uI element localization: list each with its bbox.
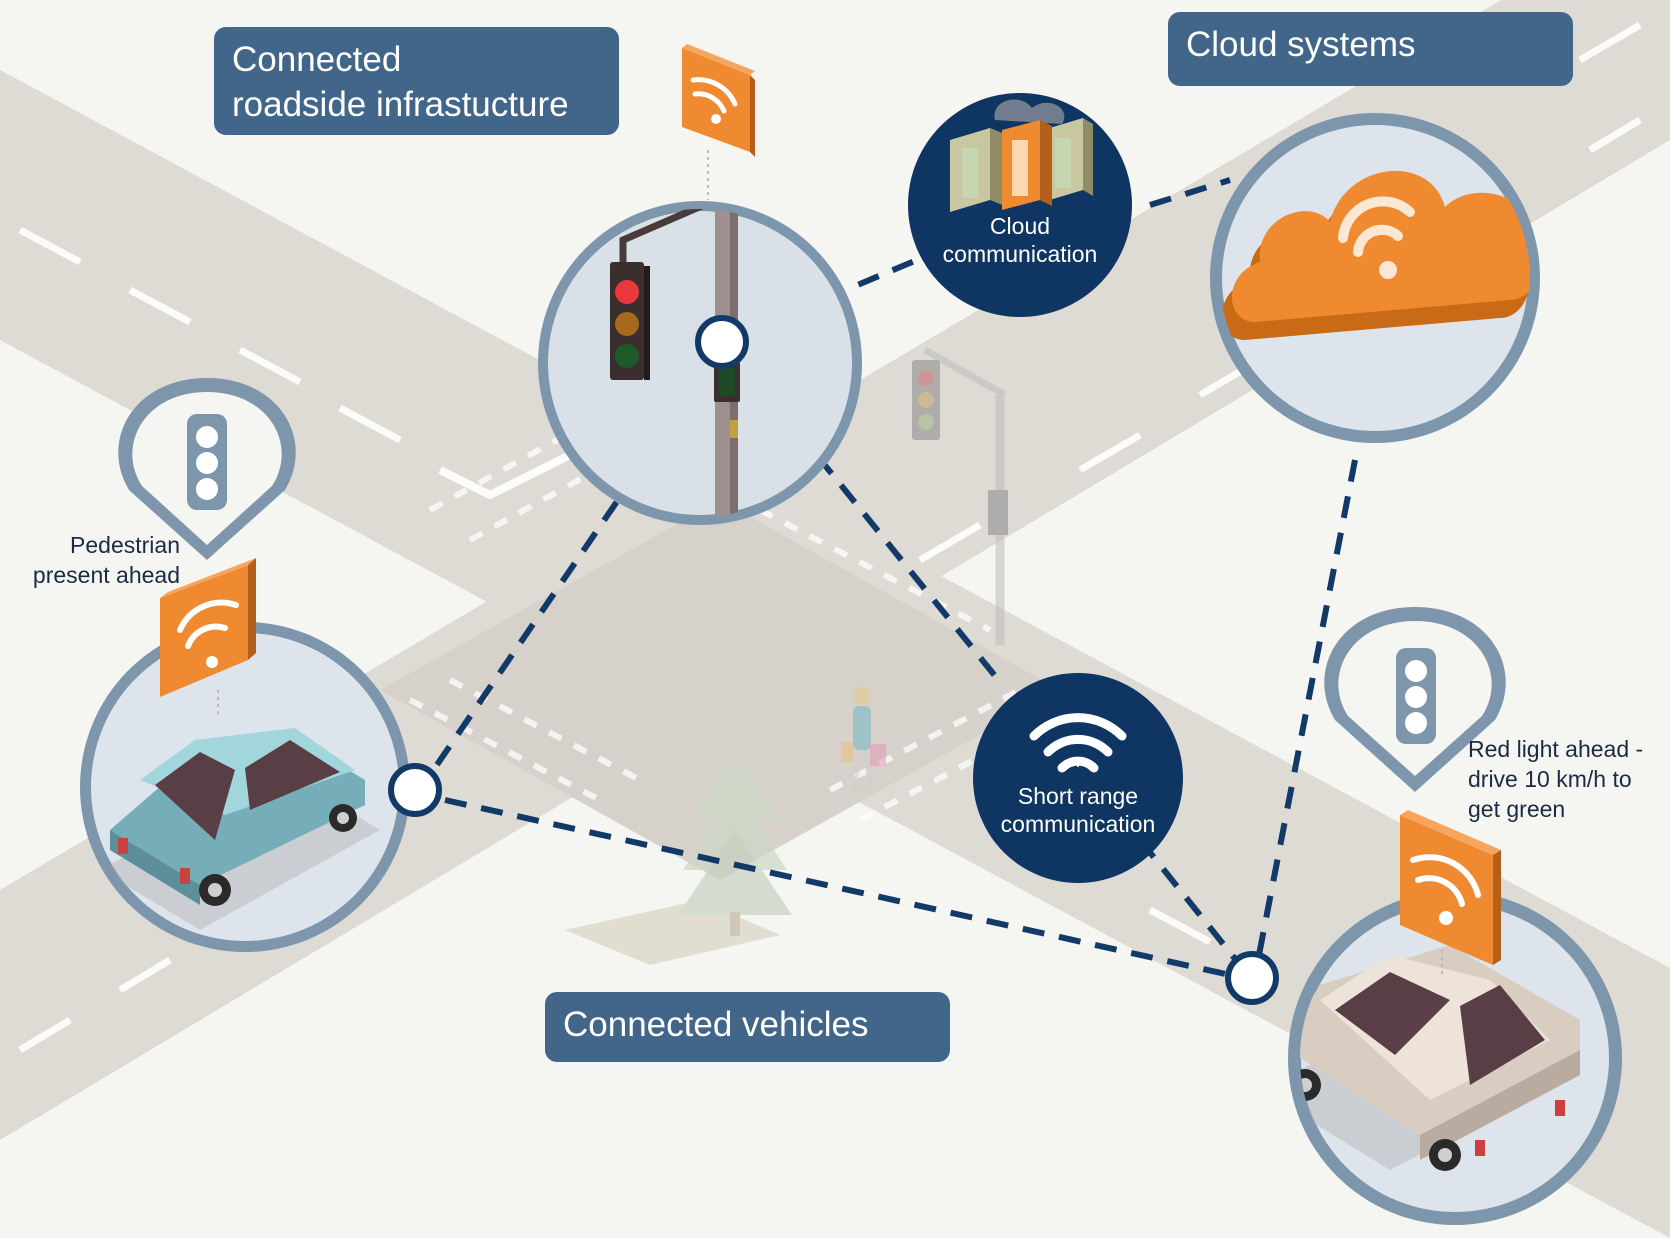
car-icon xyxy=(1300,945,1580,1171)
pedestrian-alert-pin xyxy=(118,378,296,560)
link-cloud-to-vehicle-2 xyxy=(1255,459,1358,961)
link-infrastructure-to-short-range xyxy=(745,368,1003,684)
red-light-message-line-1: Red light ahead - xyxy=(1468,736,1644,762)
short-range-line-2: communication xyxy=(1000,811,1156,837)
node-infrastructure xyxy=(695,315,749,369)
wifi-icon xyxy=(1029,713,1127,773)
pedestrian-message-line-2: present ahead xyxy=(32,562,180,588)
vehicle-2-wifi-beacon xyxy=(1400,810,1501,975)
pedestrian-icon xyxy=(841,687,886,791)
vehicle-1-circle xyxy=(80,622,410,952)
connection-nodes xyxy=(388,315,1279,1005)
lane-markings xyxy=(18,21,1642,1054)
wifi-icon xyxy=(177,599,239,649)
background-traffic-light xyxy=(912,346,1008,645)
node-vehicle-1 xyxy=(388,763,442,817)
cloud-systems-circle xyxy=(1210,113,1540,443)
server-icon xyxy=(950,99,1093,212)
vehicle-2-circle xyxy=(1288,891,1622,1225)
red-light-alert-pin xyxy=(1324,607,1506,792)
pedestrian-message: Pedestrian present ahead xyxy=(10,530,180,590)
red-light-message-line-3: get green xyxy=(1468,796,1566,822)
link-short-range-to-vehicle-2 xyxy=(1137,838,1243,967)
roadside-infrastructure-banner: Connected roadside infrastucture xyxy=(214,27,619,135)
cloud-comm-line-2: communication xyxy=(942,241,1098,267)
short-range-bubble xyxy=(973,673,1183,883)
link-vehicle-1-to-vehicle-2 xyxy=(444,797,1231,978)
connected-vehicles-banner: Connected vehicles xyxy=(545,992,950,1062)
red-light-message-line-2: drive 10 km/h to xyxy=(1468,766,1632,792)
cloud-icon xyxy=(1221,170,1530,340)
traffic-light-icon xyxy=(187,414,227,510)
short-range-label: Short range communication xyxy=(978,782,1178,838)
roadside-wifi-beacon xyxy=(682,44,755,200)
infrastructure-circle xyxy=(538,201,862,525)
red-light-message: Red light ahead - drive 10 km/h to get g… xyxy=(1468,734,1668,824)
traffic-light-icon xyxy=(1396,648,1436,744)
node-vehicle-2 xyxy=(1225,951,1279,1005)
cloud-communication-bubble xyxy=(908,93,1132,317)
roadside-banner-line-1: Connected xyxy=(232,40,402,79)
link-cloud-comm-to-cloud xyxy=(1149,177,1231,208)
car-icon xyxy=(100,728,380,930)
pedestrian-message-line-1: Pedestrian xyxy=(70,532,180,558)
vehicle-1-wifi-beacon xyxy=(160,558,256,715)
traffic-light-pole-icon xyxy=(610,209,740,517)
roadside-banner-line-2: roadside infrastucture xyxy=(232,85,569,124)
short-range-line-1: Short range xyxy=(1017,783,1139,809)
wifi-icon xyxy=(1338,196,1415,257)
tree-icon xyxy=(565,755,792,965)
cloud-comm-line-1: Cloud xyxy=(989,213,1051,239)
cloud-systems-banner-text: Cloud systems xyxy=(1186,25,1416,64)
cloud-communication-label: Cloud communication xyxy=(920,212,1120,268)
cloud-systems-banner: Cloud systems xyxy=(1168,12,1573,86)
wifi-icon xyxy=(1410,854,1481,907)
wifi-icon xyxy=(690,77,738,114)
connected-vehicles-banner-text: Connected vehicles xyxy=(563,1005,869,1044)
